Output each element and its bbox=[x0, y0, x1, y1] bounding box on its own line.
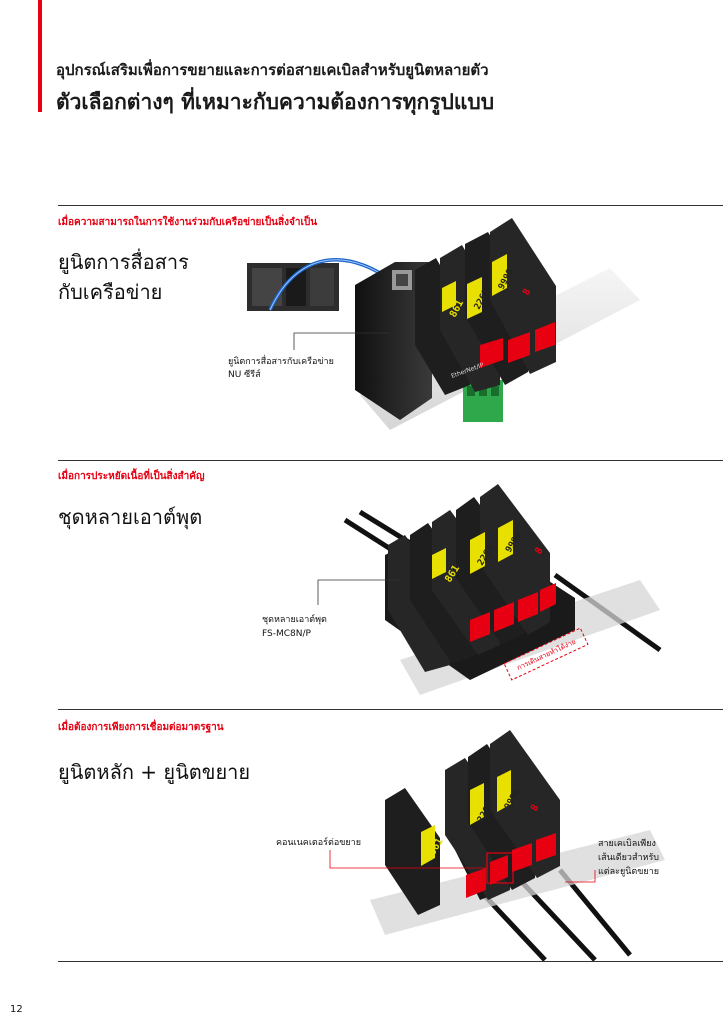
section-2-callout-line1: ชุดหลายเอาต์พุต bbox=[262, 615, 327, 625]
section-3-callout-cable-line1: สายเคเบิลเพียง bbox=[598, 839, 656, 849]
page-subtitle: อุปกรณ์เสริมเพื่อการขยายและการต่อสายเคเบ… bbox=[56, 61, 489, 79]
lcd-value-d-3: 8 bbox=[529, 803, 542, 814]
section-1-title-line2: กับเครือข่าย bbox=[58, 280, 163, 304]
section-1-rule bbox=[58, 205, 723, 206]
bottom-rule bbox=[58, 961, 723, 962]
lcd-value-d-2: 8 bbox=[533, 546, 546, 557]
section-2-tag: เมื่อการประหยัดเนื้อที่เป็นสิ่งสำคัญ bbox=[58, 471, 205, 482]
section-1-tag: เมื่อความสามารถในการใช้งานร่วมกับเครือข่… bbox=[58, 217, 318, 228]
section-3-callout-connector: คอนเนคเตอร์ต่อขยาย bbox=[276, 838, 361, 848]
section-3-callout-cable-line2: เส้นเดียวสำหรับ bbox=[598, 853, 659, 863]
section-3-rule bbox=[58, 709, 723, 710]
section-3-callout-cable-line3: แต่ละยูนิตขยาย bbox=[598, 867, 660, 877]
lcd-value-d-1: 8 bbox=[521, 287, 534, 297]
section-1-callout-line2: NU ซีรีส์ bbox=[228, 370, 261, 380]
header-accent-bar bbox=[38, 0, 42, 112]
section-2-rule bbox=[58, 460, 723, 461]
section-2-title: ชุดหลายเอาต์พุต bbox=[58, 505, 203, 529]
section-1-callout-line1: ยูนิตการสื่อสารกับเครือข่าย bbox=[228, 357, 334, 367]
page-number: 12 bbox=[10, 1004, 23, 1015]
section-3-tag: เมื่อต้องการเพียงการเชื่อมต่อมาตรฐาน bbox=[58, 722, 224, 733]
section-1-title-line1: ยูนิตการสื่อสาร bbox=[58, 250, 189, 274]
page-title: ตัวเลือกต่างๆ ที่เหมาะกับความต้องการทุกร… bbox=[56, 90, 495, 114]
section-3-title: ยูนิตหลัก + ยูนิตขยาย bbox=[58, 760, 251, 784]
section-2-callout-line2: FS-MC8N/P bbox=[262, 629, 311, 639]
